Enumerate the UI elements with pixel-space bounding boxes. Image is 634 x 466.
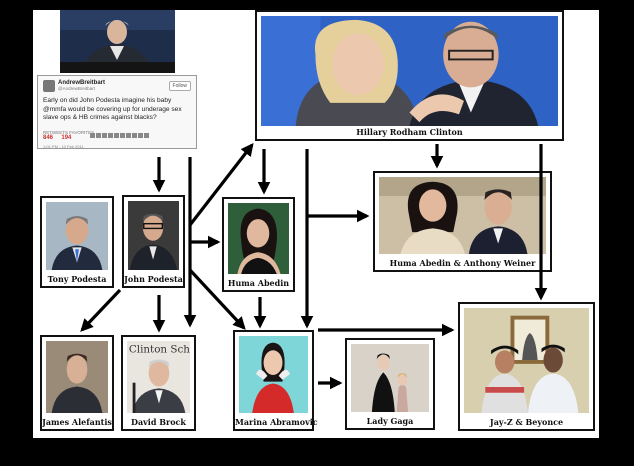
tweet-author-handle: @AndrewBreitbart: [58, 86, 95, 91]
caption-david-brock: David Brock: [131, 417, 186, 427]
sign-clinton-school: Clinton Sch: [129, 343, 190, 355]
caption-huma-abedin: Huma Abedin: [227, 278, 290, 288]
photo-huma-abedin: [228, 203, 289, 274]
tweet-timestamp: 1:01 PM - 10 Feb 2011: [43, 144, 84, 149]
card-jayz-beyonce: Jay-Z & Beyonce: [458, 302, 595, 431]
caption-jayz-beyonce: Jay-Z & Beyonce: [489, 417, 564, 427]
caption-lady-gaga: Lady Gaga: [366, 416, 414, 426]
photo-james-alefantis: [46, 341, 108, 413]
caption-marina-abramovic: Marina Abramovic: [235, 417, 318, 427]
card-marina-abramovic: Marina Abramovic: [233, 330, 318, 431]
card-john-podesta: John Podesta: [122, 195, 185, 288]
tweet-stats-label: RETWEETS FAVORITES: [43, 130, 95, 135]
caption-huma-anthony: Huma Abedin & Anthony Weiner: [389, 258, 536, 268]
photo-david-brock: Clinton Sch: [127, 341, 190, 413]
tweet-favorite-count: 194: [61, 135, 72, 141]
caption-hillary-clinton: Hillary Rodham Clinton: [356, 127, 463, 137]
card-tony-podesta: Tony Podesta: [40, 196, 114, 288]
caption-john-podesta: John Podesta: [124, 274, 183, 284]
photo-jayz-beyonce: [464, 308, 589, 413]
card-david-brock: Clinton Sch David Brock: [121, 335, 196, 431]
caption-tony-podesta: Tony Podesta: [47, 274, 107, 284]
card-james-alefantis: James Alefantis: [40, 335, 114, 431]
card-huma-anthony: Huma Abedin & Anthony Weiner: [373, 171, 552, 272]
photo-lady-gaga: [351, 344, 429, 412]
card-huma-abedin: Huma Abedin: [222, 197, 295, 292]
tweet-follow-button[interactable]: Follow: [168, 81, 191, 91]
photo-marina-abramovic: [239, 336, 308, 413]
tweet-retweeter-avatars: [90, 133, 149, 138]
tweet-author-name: AndrewBreitbart: [58, 80, 106, 86]
speaker-photo: [60, 10, 175, 73]
tweet-avatar: [43, 80, 55, 92]
caption-james-alefantis: James Alefantis: [42, 417, 112, 427]
photo-john-podesta: [128, 201, 179, 270]
tweet-retweet-count: 846: [43, 135, 54, 141]
photo-tony-podesta: [46, 202, 108, 270]
tweet-counts: 846 194: [43, 135, 71, 141]
card-hillary-clinton: Hillary Rodham Clinton: [255, 10, 564, 141]
photo-huma-anthony: [379, 177, 546, 254]
tweet-text: Early on did John Podesta imagine his ba…: [43, 97, 182, 122]
tweet-card: AndrewBreitbart @AndrewBreitbart Follow …: [37, 75, 197, 149]
card-lady-gaga: Lady Gaga: [345, 338, 435, 430]
photo-hillary-clinton: [261, 16, 558, 126]
